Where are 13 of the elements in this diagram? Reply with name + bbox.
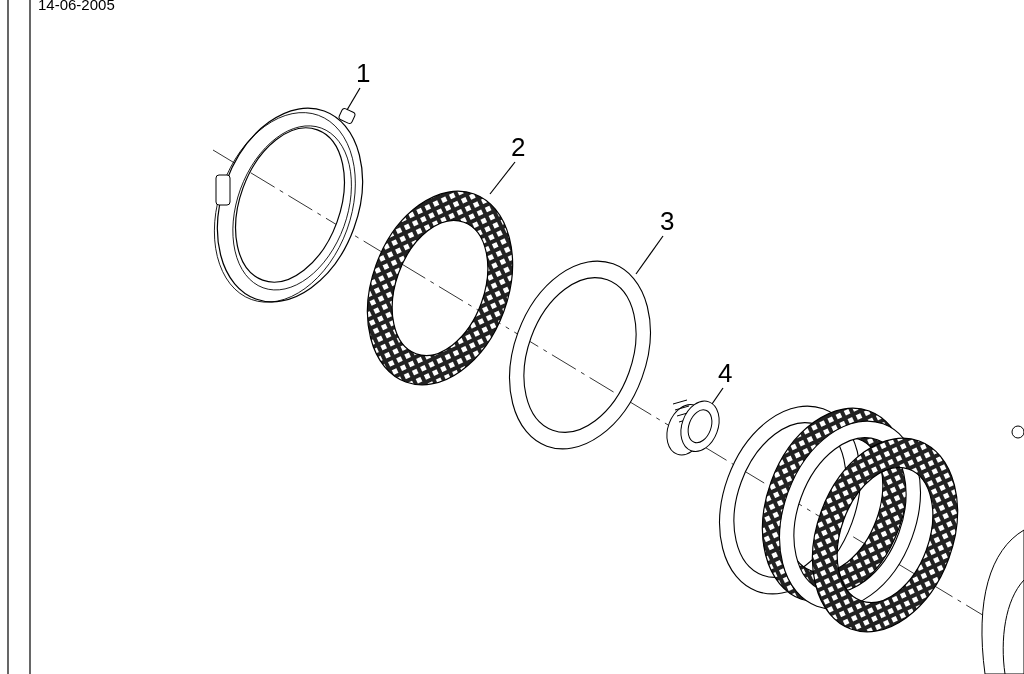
- callout-number: 1: [356, 60, 371, 86]
- steel-plate-drawing: [509, 260, 651, 450]
- callout-number: 4: [718, 360, 733, 386]
- friction-disc-drawing: [366, 190, 514, 386]
- seal-ring-drawing: [214, 107, 364, 303]
- needle-bearing-drawing: [666, 399, 720, 456]
- callout-number: 2: [511, 134, 526, 160]
- leader-line: [346, 87, 361, 111]
- leader-line: [635, 235, 664, 275]
- leader-line: [711, 387, 724, 405]
- callout-number: 3: [660, 208, 675, 234]
- date-text: 14-06-2005: [38, 0, 115, 12]
- leader-line: [489, 161, 516, 195]
